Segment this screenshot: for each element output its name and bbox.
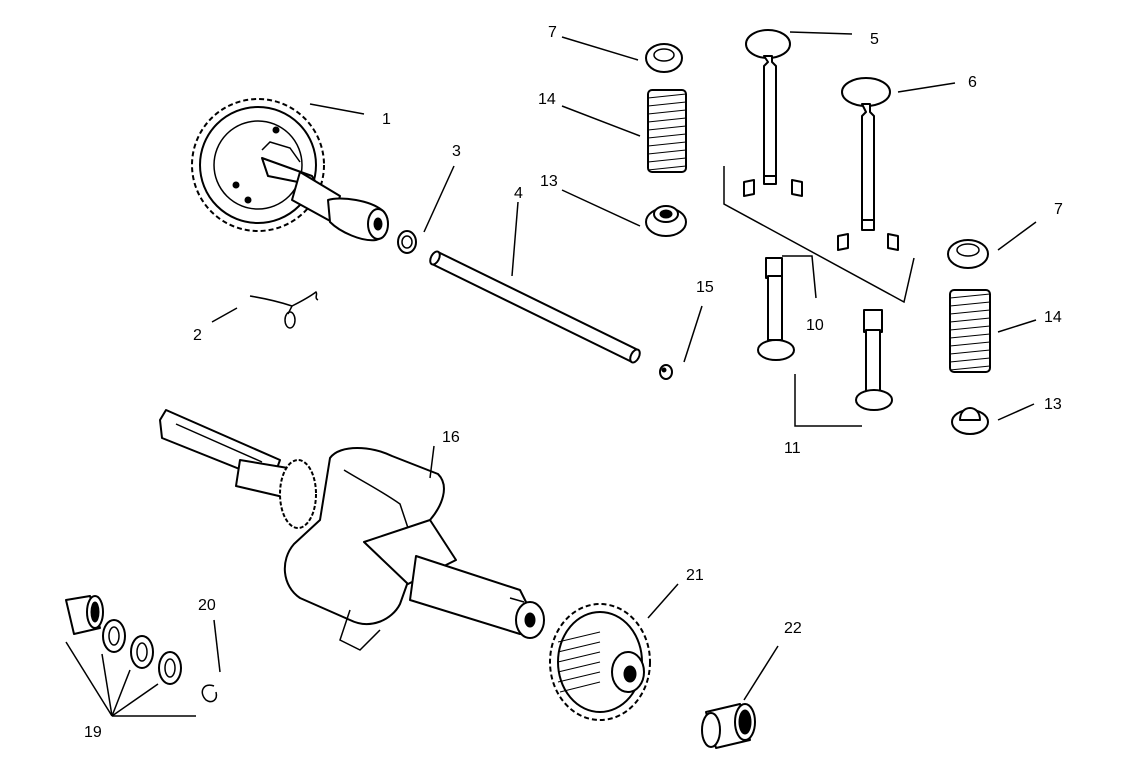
callout-1: 1 xyxy=(382,111,391,128)
valve-spring-upper-part xyxy=(647,89,687,173)
tappet-left-part xyxy=(757,257,795,361)
callout-6: 6 xyxy=(968,74,977,91)
callout-3: 3 xyxy=(452,143,461,160)
callout-labels: 1 2 3 4 5 6 7 7 10 11 13 13 14 14 15 16 … xyxy=(84,24,1063,741)
spring-clip-part xyxy=(249,291,319,329)
valve-keepers-part xyxy=(723,166,915,304)
callout-13-right: 13 xyxy=(1044,396,1062,413)
callout-5: 5 xyxy=(870,31,879,48)
washer-part xyxy=(397,230,417,254)
valve-retainer-upper-part xyxy=(645,43,683,73)
callout-4: 4 xyxy=(514,185,523,202)
callout-15: 15 xyxy=(696,279,714,296)
callout-21: 21 xyxy=(686,567,704,584)
crank-gear-part xyxy=(549,603,651,721)
callout-2: 2 xyxy=(193,327,202,344)
callout-16: 16 xyxy=(442,429,460,446)
valve-seat-upper-part xyxy=(645,205,687,237)
bushing-part xyxy=(701,703,756,749)
valve-seat-right-part xyxy=(951,407,989,435)
bushing-small-part xyxy=(659,364,673,380)
thrust-washer-1-part xyxy=(102,619,126,653)
valve-retainer-right-part xyxy=(947,239,989,269)
callout-22: 22 xyxy=(784,620,802,637)
callout-13-upper: 13 xyxy=(540,173,558,190)
callout-14-right: 14 xyxy=(1044,309,1062,326)
rod-part xyxy=(429,250,641,364)
valve-exhaust-part xyxy=(841,77,891,231)
callout-11: 11 xyxy=(784,440,801,457)
callout-10: 10 xyxy=(806,317,824,334)
callout-14-upper: 14 xyxy=(538,91,556,108)
callout-7-right: 7 xyxy=(1054,201,1063,218)
thrust-washer-3-part xyxy=(158,651,182,685)
callout-7-upper: 7 xyxy=(548,24,557,41)
thrust-washer-2-part xyxy=(130,635,154,669)
crankshaft-part xyxy=(159,409,545,651)
leader-lines xyxy=(65,31,1037,717)
valve-intake-part xyxy=(745,29,791,185)
bearing-part xyxy=(65,595,104,635)
callout-19: 19 xyxy=(84,724,102,741)
snap-ring-part xyxy=(201,684,218,703)
camshaft-gear-part xyxy=(191,98,389,242)
tappet-right-part xyxy=(855,309,893,411)
callout-20: 20 xyxy=(198,597,216,614)
valve-spring-right-part xyxy=(949,289,991,373)
